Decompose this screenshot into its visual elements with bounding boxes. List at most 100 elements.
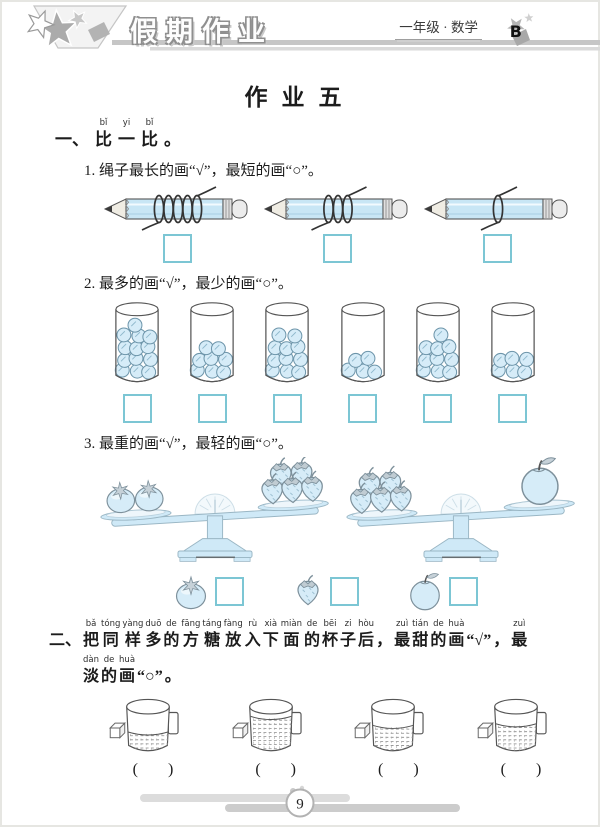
answer-bracket-4[interactable]: ( )	[501, 761, 542, 779]
answer-bracket-2[interactable]: ( )	[255, 761, 296, 779]
answer-apple	[406, 571, 478, 611]
question1-text: 1. 绳子最长的画“√”，最短的画“○”。	[84, 163, 323, 179]
ruby-unit: “√”	[466, 632, 492, 649]
jar-figure-1	[114, 302, 159, 383]
checkbox-jar-6[interactable]	[498, 394, 528, 423]
question3-text: 3. 最重的画“√”，最轻的画“○”。	[84, 436, 293, 452]
page-number: 9	[296, 797, 304, 813]
pencils-row	[102, 186, 572, 263]
bracket-close: )	[413, 761, 419, 778]
jar-figure-6	[490, 302, 535, 383]
answer-bracket-1[interactable]: ( )	[133, 761, 174, 779]
jar-item-2	[187, 301, 237, 423]
answer-strawberry	[291, 571, 359, 611]
jars-row	[112, 301, 538, 423]
ruby-unit: “○”	[137, 668, 163, 685]
pencil-item-3	[422, 186, 572, 263]
footer-decoration: 9	[140, 785, 460, 818]
page-title: 作业五	[244, 85, 356, 110]
bracket-open: (	[255, 761, 261, 778]
checkbox-jar-1[interactable]	[122, 394, 152, 423]
page-footer: 9	[0, 785, 600, 821]
ruby-unit: 。	[164, 130, 181, 149]
workbook-logo: 假期作业	[130, 17, 274, 48]
checkbox-jar-4[interactable]	[348, 394, 378, 423]
page-header: 假期作业 一年级 · 数学 B	[0, 0, 600, 64]
answers-row	[172, 571, 478, 611]
edition-badge: B	[509, 22, 522, 41]
bracket-close: )	[168, 761, 174, 778]
jar-item-3	[262, 301, 312, 423]
bracket-close: )	[535, 761, 542, 778]
cup-item-3: ( )	[351, 697, 435, 779]
jar-figure-2	[189, 302, 234, 383]
jar-figure-5	[415, 302, 460, 383]
checkbox-apple[interactable]	[449, 576, 478, 606]
balance-scale-figure-1	[100, 457, 329, 562]
cup-item-2: ( )	[229, 697, 313, 779]
tomato-icon	[175, 575, 207, 610]
bracket-close: )	[290, 761, 296, 778]
checkbox-jar-5[interactable]	[423, 394, 453, 423]
bracket-open: (	[132, 761, 138, 778]
pencil-rope-figure-3	[423, 186, 568, 231]
pencil-rope-figure-2	[263, 186, 408, 231]
cup-figure-4	[477, 698, 547, 752]
checkbox-strawberry[interactable]	[330, 576, 359, 606]
cup-figure-1	[109, 698, 179, 752]
checkbox-rope-1[interactable]	[162, 234, 192, 263]
grade-subject-label: 一年级 · 数学	[395, 16, 482, 40]
checkbox-jar-3[interactable]	[272, 394, 302, 423]
ruby-unit: 一、	[55, 130, 89, 149]
jar-item-6	[488, 301, 538, 423]
checkbox-rope-2[interactable]	[322, 234, 352, 263]
strawberry-icon	[297, 574, 319, 606]
answer-bracket-3[interactable]: ( )	[378, 761, 419, 779]
cup-figure-3	[354, 698, 424, 752]
checkbox-rope-3[interactable]	[482, 234, 512, 263]
apple-icon	[410, 573, 440, 611]
balance-scale-figure-2	[346, 457, 575, 562]
cup-figure-2	[231, 698, 302, 752]
jar-item-1	[112, 301, 162, 423]
answer-tomato	[172, 571, 244, 611]
jar-figure-4	[340, 302, 385, 383]
ruby-unit: 二、	[49, 632, 82, 649]
checkbox-jar-2[interactable]	[197, 394, 227, 423]
bracket-open: (	[377, 761, 384, 778]
cup-item-1: ( )	[106, 697, 190, 779]
jar-item-5	[413, 301, 463, 423]
cup-item-4: ( )	[474, 697, 558, 779]
checkbox-tomato[interactable]	[215, 576, 244, 606]
ruby-unit: ，	[376, 632, 393, 649]
jar-item-4	[338, 301, 388, 423]
question2-text: 2. 最多的画“√”，最少的画“○”。	[84, 276, 293, 292]
scales-row	[92, 457, 584, 569]
